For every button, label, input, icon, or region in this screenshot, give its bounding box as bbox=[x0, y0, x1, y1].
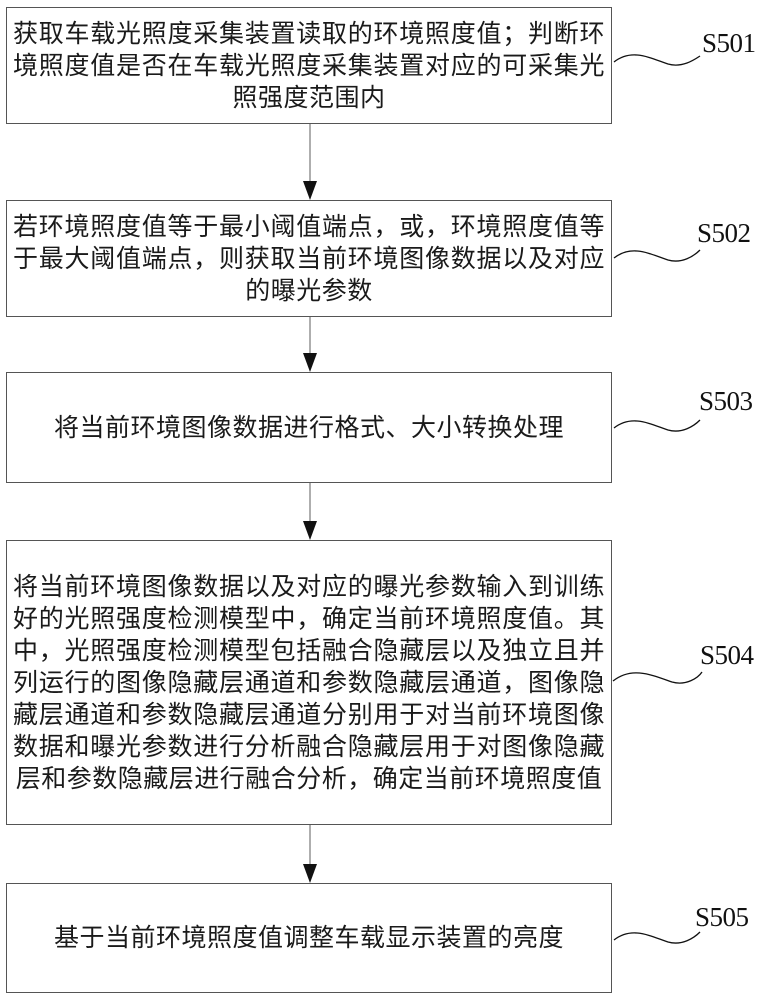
arrow-s501-s502 bbox=[303, 124, 317, 200]
arrow-s504-s505 bbox=[303, 825, 317, 883]
step-box-s502: 若环境照度值等于最小阈值端点，或，环境照度值等于最大阈值端点，则获取当前环境图像… bbox=[6, 200, 612, 317]
step-label-s502: S502 bbox=[697, 218, 751, 248]
step-label-s503: S503 bbox=[699, 386, 753, 416]
leader-s502 bbox=[613, 249, 701, 262]
step-text-s504: 将当前环境图像数据以及对应的曝光参数输入到训练好的光照强度检测模型中，确定当前环… bbox=[13, 571, 605, 793]
leader-s504 bbox=[612, 671, 703, 684]
step-text-s501: 获取车载光照度采集装置读取的环境照度值；判断环境照度值是否在车载光照度采集装置对… bbox=[13, 18, 605, 112]
leader-s501 bbox=[613, 54, 701, 66]
step-text-s503: 将当前环境图像数据进行格式、大小转换处理 bbox=[53, 412, 564, 442]
step-text-s502: 若环境照度值等于最小阈值端点，或，环境照度值等于最大阈值端点，则获取当前环境图像… bbox=[13, 211, 605, 305]
step-box-s504: 将当前环境图像数据以及对应的曝光参数输入到训练好的光照强度检测模型中，确定当前环… bbox=[6, 540, 612, 825]
leader-s503 bbox=[613, 419, 701, 432]
leader-s505 bbox=[613, 931, 701, 944]
step-label-s505: S505 bbox=[695, 902, 749, 932]
step-box-s503: 将当前环境图像数据进行格式、大小转换处理 bbox=[6, 372, 612, 483]
step-label-s504: S504 bbox=[700, 640, 754, 670]
step-label-s501: S501 bbox=[702, 28, 756, 58]
step-box-s505: 基于当前环境照度值调整车载显示装置的亮度 bbox=[6, 883, 612, 993]
step-box-s501: 获取车载光照度采集装置读取的环境照度值；判断环境照度值是否在车载光照度采集装置对… bbox=[6, 7, 612, 124]
arrow-s502-s503 bbox=[303, 317, 317, 372]
step-text-s505: 基于当前环境照度值调整车载显示装置的亮度 bbox=[53, 923, 564, 952]
arrow-s503-s504 bbox=[303, 483, 317, 540]
